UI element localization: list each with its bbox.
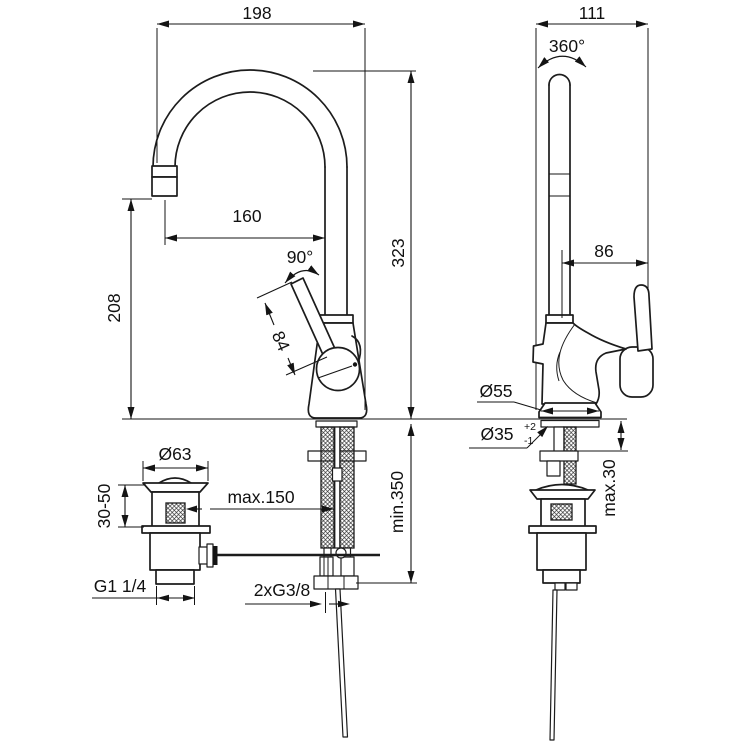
handle-hub: [619, 346, 654, 398]
label-handle-length: 84: [268, 328, 294, 354]
pivot-dot: [352, 362, 358, 367]
label-waste-thread: G1 1/4: [94, 576, 147, 596]
spout-side: [548, 73, 571, 316]
spout-collar-side: [545, 314, 574, 324]
mounting-stud: [546, 460, 561, 477]
popup-waste-side: [528, 483, 597, 591]
base-flare: [538, 402, 602, 419]
dim-total-height: [313, 70, 416, 419]
dim-handle-length: [256, 281, 328, 376]
handle-lever-side: [633, 284, 653, 352]
dim-handle-reach: [561, 250, 648, 318]
label-rod-max-length: max.150: [227, 487, 294, 507]
dim-supply-thread: [245, 592, 350, 613]
dim-overall-depth: [536, 20, 649, 290]
label-waste-flange-dia: Ø63: [158, 444, 191, 464]
label-base-dia: Ø55: [479, 381, 512, 401]
body-side-bump: [351, 335, 362, 364]
popup-waste: [141, 477, 218, 585]
label-hole-dia: Ø35: [480, 424, 513, 444]
base-washer-side: [540, 419, 600, 428]
dim-spout-height: [122, 198, 152, 419]
label-handle-angle: 90°: [287, 247, 313, 267]
label-hole-tol-upper: +2: [524, 421, 536, 433]
dim-spout-reach: [164, 200, 325, 245]
body-contour-line-2: [556, 351, 561, 382]
label-handle-reach: 86: [594, 241, 613, 261]
mounting-nut: [313, 575, 359, 590]
dim-overall-width: [156, 20, 366, 410]
label-overall-width: 198: [242, 3, 271, 23]
dim-mount-thickness: [118, 484, 146, 528]
cartridge-circle: [315, 346, 361, 392]
dimensions: [92, 20, 649, 613]
label-total-height: 323: [388, 238, 408, 267]
pull-rod: [334, 588, 349, 738]
labels: 198 160 90° 84 208 323 min.350 Ø63 30-50…: [94, 3, 619, 600]
spout-gooseneck: [152, 69, 348, 316]
label-spout-height: 208: [104, 293, 124, 322]
pull-rod-side: [549, 589, 558, 741]
label-deck-thickness: max.30: [599, 459, 619, 517]
label-swivel-angle: 360°: [549, 36, 585, 56]
label-mount-thickness: 30-50: [94, 483, 114, 528]
faucet-body-side: [532, 322, 627, 405]
popup-rod-vertical: [331, 426, 343, 549]
label-hole-tol-lower: -1: [524, 435, 533, 447]
spout-collar: [319, 314, 354, 324]
supply-hoses: [320, 426, 355, 549]
dim-base-dia: [477, 401, 599, 415]
dim-swivel-arc: [537, 55, 587, 69]
dim-waste-thread: [92, 586, 195, 605]
base-washer: [315, 420, 358, 428]
mounting-plate-side: [539, 450, 579, 462]
dim-hose-length: [356, 424, 417, 584]
dim-hole-dia: [469, 426, 548, 449]
label-overall-depth: 111: [579, 3, 606, 23]
label-supply-thread: 2xG3/8: [254, 580, 310, 600]
front-view: [141, 69, 380, 738]
label-hose-min-length: min.350: [387, 471, 407, 534]
dim-waste-flange-dia: [142, 461, 209, 481]
cartridge-axis-line: [317, 365, 353, 379]
rod-ball-joint: [335, 547, 347, 559]
side-view: [528, 73, 654, 741]
dim-handle-swing-arc: [284, 265, 320, 284]
spout-outlet: [151, 165, 178, 197]
dim-deck-thickness: [578, 421, 628, 452]
body-contour-line: [558, 323, 598, 404]
label-spout-reach: 160: [232, 206, 261, 226]
shank: [553, 426, 565, 454]
